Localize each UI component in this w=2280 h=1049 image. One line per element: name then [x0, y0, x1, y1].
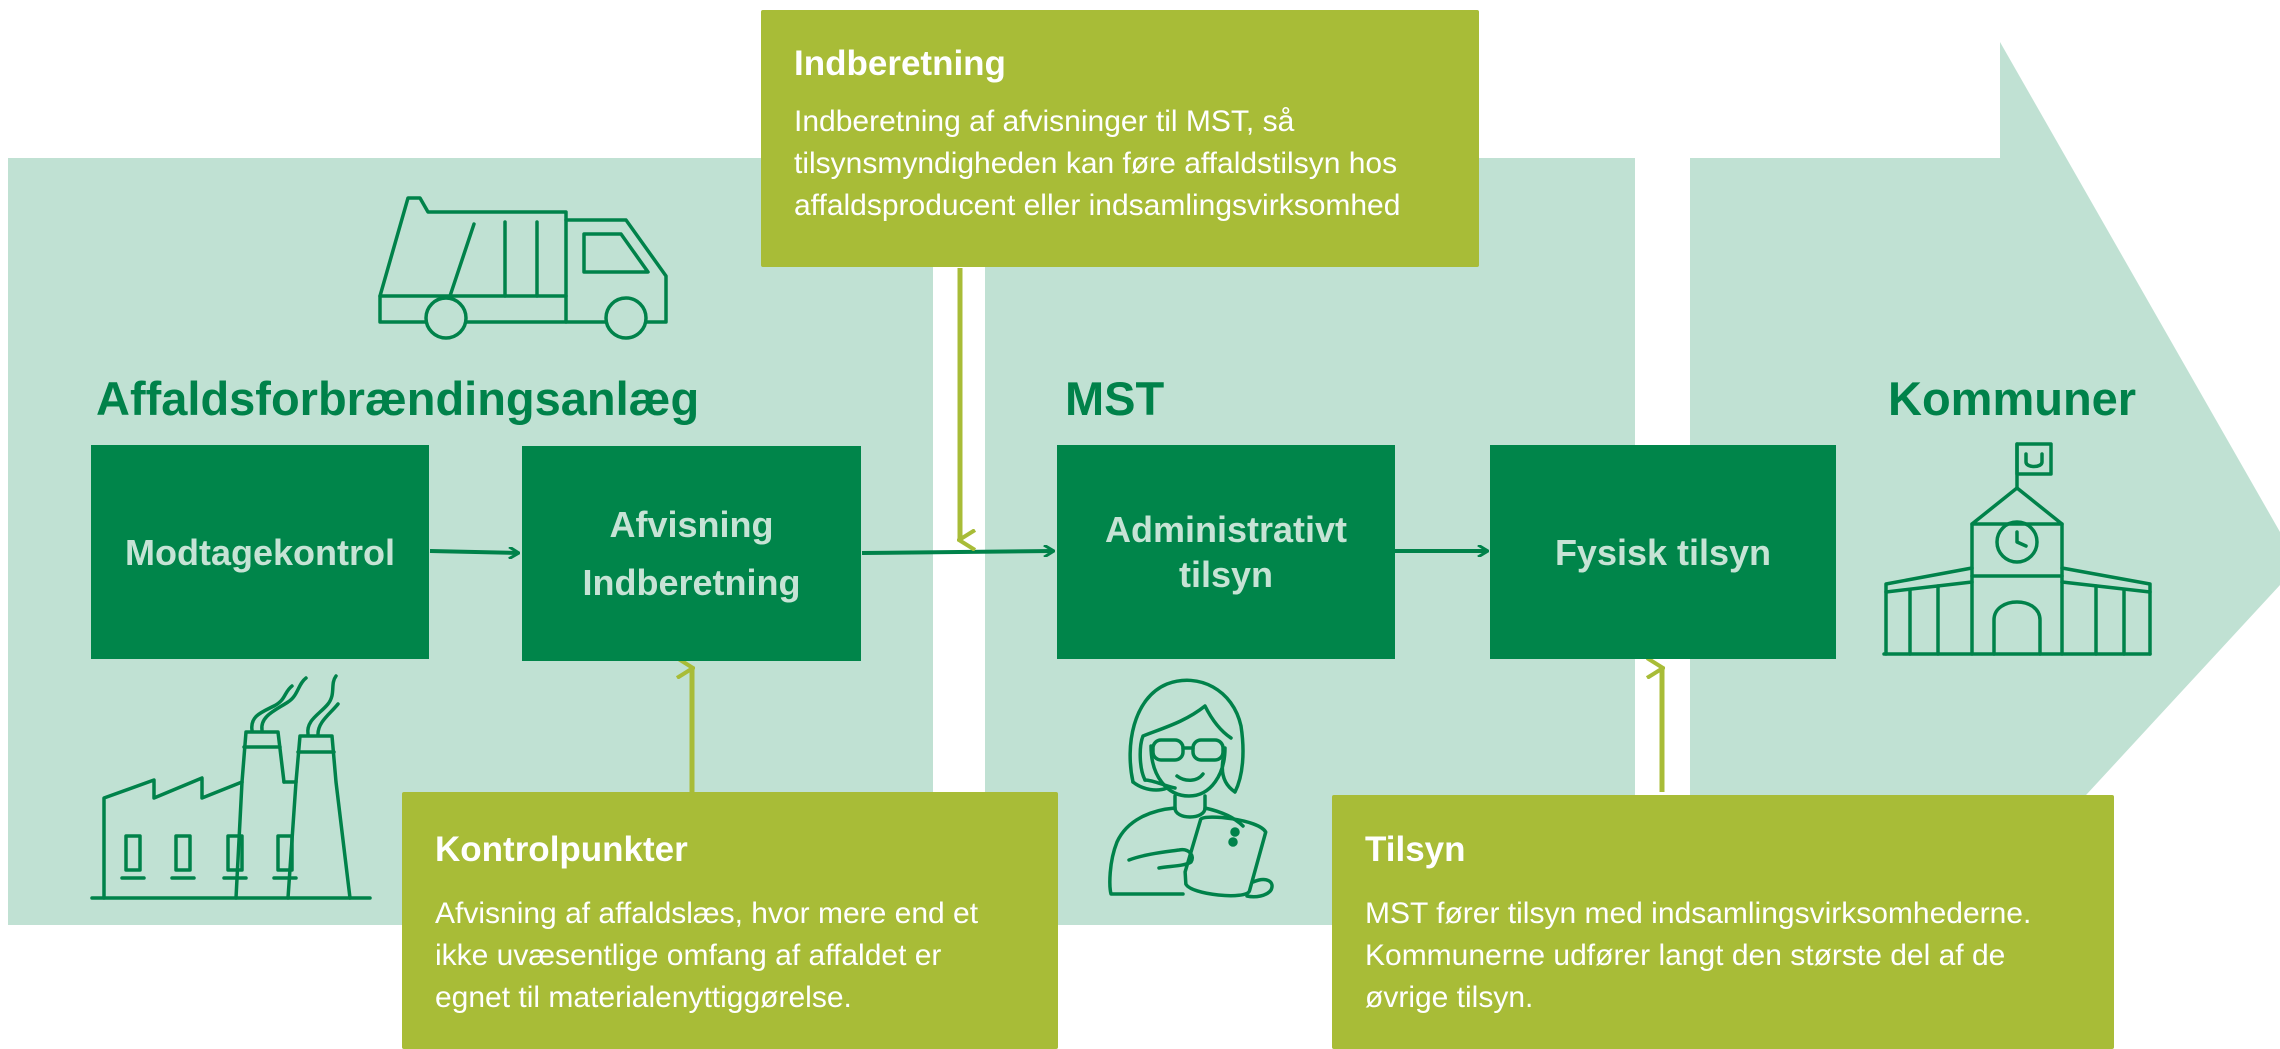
municipalities-heading: Kommuner [1888, 372, 2137, 425]
reporting-note: Indberetning Indberetning af afvisninger… [761, 10, 1479, 267]
administrative-label: Administrativt [1104, 509, 1348, 550]
inspection-note-line: øvrige tilsyn. [1365, 981, 1534, 1014]
inspection-note-line: MST fører tilsyn med indsamlingsvirksomh… [1365, 897, 2032, 930]
arrow-intake-to-rejection [429, 551, 518, 553]
administrative-inspection-box: Administrativt tilsyn [1057, 445, 1395, 659]
plant-heading: Affaldsforbrændingsanlæg [96, 372, 700, 425]
intake-control-label: Modtagekontrol [125, 531, 395, 573]
reporting-note-text: Indberetning af afvisninger til MST, så … [794, 101, 1479, 227]
checkpoints-note: Kontrolpunkter Afvisning af affaldslæs, … [402, 792, 1058, 1049]
rejection-reporting-box: Afvisning Indberetning [522, 446, 861, 661]
mst-heading: MST [1065, 372, 1165, 425]
inspection-note: Tilsyn MST fører tilsyn med indsamlingsv… [1332, 795, 2114, 1049]
arrow-rejection-to-admin [861, 551, 1053, 553]
inspection-note-text: MST fører tilsyn med indsamlingsvirksomh… [1365, 893, 2114, 1019]
woman-with-tablet-icon [1105, 676, 1295, 901]
checkpoints-note-text: Afvisning af affaldslæs, hvor mere end e… [435, 893, 1058, 1019]
garbage-truck-icon [376, 194, 672, 340]
checkpoints-note-line: Afvisning af affaldslæs, hvor mere end e… [435, 897, 979, 930]
factory-icon [90, 672, 372, 902]
reporting-note-line: tilsynsmyndigheden kan føre affaldstilsy… [794, 147, 1398, 180]
reporting-note-line: Indberetning af afvisninger til MST, så [794, 105, 1295, 138]
reporting-note-title: Indberetning [794, 44, 1006, 83]
reporting-note-line: affaldsproducent eller indsamlingsvirkso… [794, 189, 1401, 222]
intake-control-box: Modtagekontrol [91, 445, 429, 659]
checkpoints-note-title: Kontrolpunkter [435, 830, 688, 869]
reporting-label: Indberetning [582, 561, 801, 603]
checkpoints-note-line: ikke uvæsentlige omfang af affaldet er [435, 939, 942, 972]
checkpoints-note-line: egnet til materialenyttiggørelse. [435, 981, 852, 1014]
rejection-label: Afvisning [609, 503, 774, 545]
inspection-label: tilsyn [1178, 554, 1274, 595]
inspection-note-title: Tilsyn [1365, 830, 1466, 869]
inspection-note-line: Kommunerne udfører langt den største del… [1365, 939, 2006, 972]
physical-inspection-label: Fysisk tilsyn [1554, 531, 1772, 573]
physical-inspection-box: Fysisk tilsyn [1490, 445, 1836, 659]
town-hall-icon [1882, 440, 2152, 658]
